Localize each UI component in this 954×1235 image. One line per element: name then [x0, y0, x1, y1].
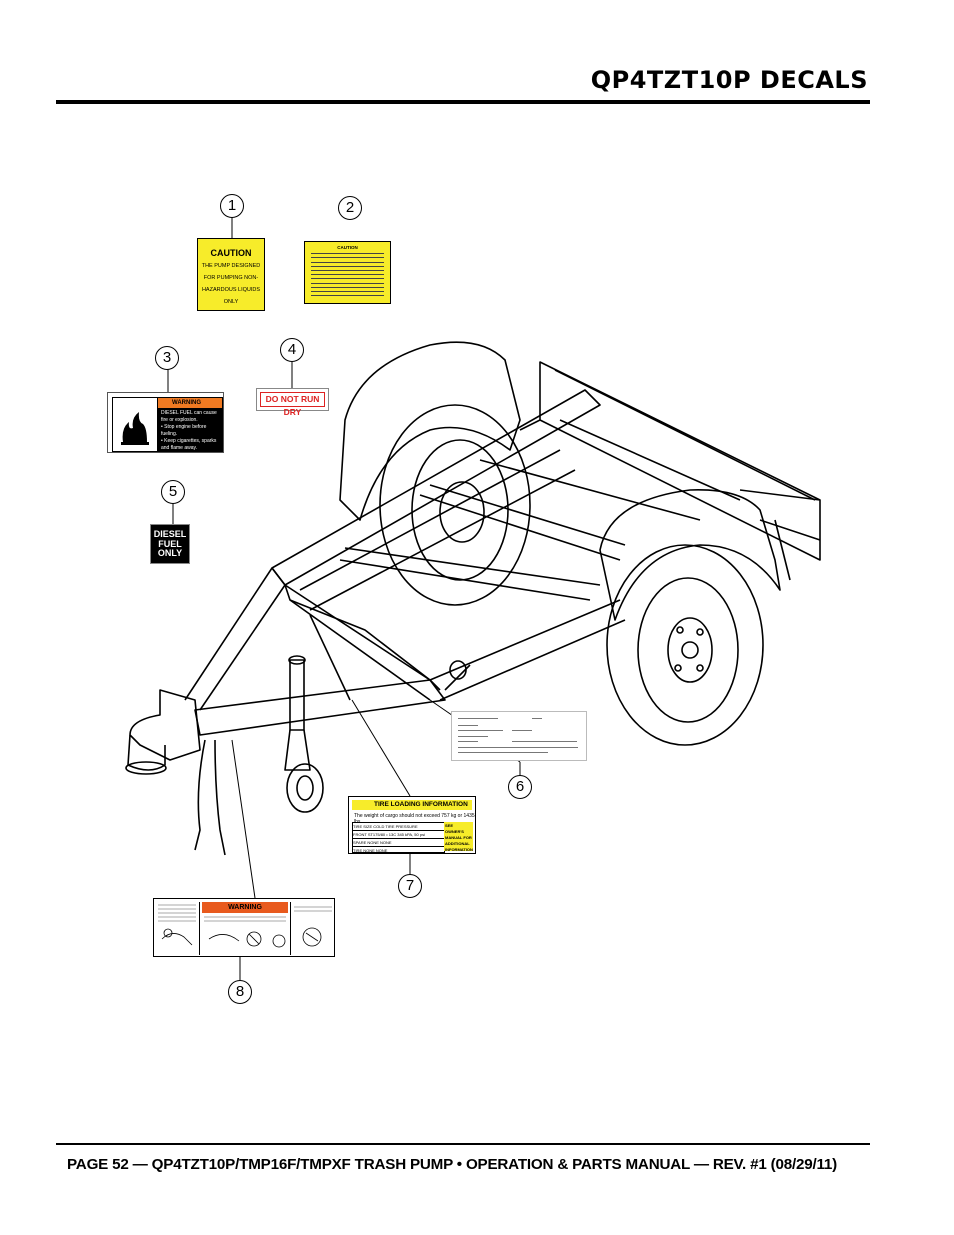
- callout-4: 4: [280, 338, 304, 362]
- table-row: TIRE SIZE COLD TIRE PRESSURE: [353, 823, 444, 831]
- decal-5-line: DIESEL: [153, 529, 187, 539]
- decal-3-line: • Stop engine before fueling.: [161, 424, 207, 437]
- decal-8-pictograms: [158, 904, 332, 948]
- decal-1-line: THE PUMP DESIGNED: [201, 263, 261, 269]
- decal-5-diesel-fuel-only: DIESEL FUEL ONLY: [150, 524, 190, 564]
- decal-3-line: and flame away.: [161, 445, 198, 451]
- decal-2-heading: CAUTION: [337, 245, 358, 250]
- decal-1-caution-pump: CAUTION THE PUMP DESIGNED FOR PUMPING NO…: [197, 238, 265, 311]
- decal-1-heading: CAUTION: [210, 248, 252, 258]
- callout-5: 5: [161, 480, 185, 504]
- decal-4-do-not-run-dry: DO NOT RUN DRY: [256, 388, 329, 417]
- decal-3-line: DIESEL FUEL can cause: [161, 410, 217, 416]
- decal-6-vin-plate: [451, 711, 587, 761]
- decal-1-line: ONLY: [223, 299, 239, 305]
- table-row: TIRE NONE NONE: [353, 848, 388, 853]
- callout-3: 3: [155, 346, 179, 370]
- decal-8-tongue-warning: WARNING: [153, 898, 335, 957]
- decal-5-line: ONLY: [157, 548, 183, 558]
- decal-8-heading: WARNING: [202, 902, 288, 913]
- callout-7: 7: [398, 874, 422, 898]
- decal-3-line: • Keep cigarettes, sparks: [161, 438, 217, 444]
- decal-3-heading: WARNING: [158, 398, 222, 408]
- callout-6: 6: [508, 775, 532, 799]
- decal-5-line: FUEL: [158, 538, 182, 549]
- decal-1-line: FOR PUMPING NON-: [203, 275, 259, 281]
- decal-2-caution-text: CAUTION: [304, 241, 391, 304]
- header-rule: [56, 100, 870, 104]
- decal-7-heading: TIRE LOADING INFORMATION: [352, 800, 472, 810]
- flame-icon: [113, 398, 158, 451]
- table-row: FRONT ST175/80 • 13C 345 kPA, 50 psi: [353, 831, 444, 839]
- footer-rule: [56, 1143, 870, 1145]
- table-row: SPARE NONE NONE: [353, 839, 444, 847]
- page-footer: PAGE 52 — QP4TZT10P/TMP16F/TMPXF TRASH P…: [67, 1156, 838, 1173]
- decal-4-text: DO NOT RUN DRY: [260, 392, 325, 417]
- page-title: QP4TZT10P DECALS: [590, 66, 868, 94]
- callout-8: 8: [228, 980, 252, 1004]
- callout-1: 1: [220, 194, 244, 218]
- decal-7-table: TIRE SIZE COLD TIRE PRESSURE FRONT ST175…: [352, 822, 445, 853]
- decal-7-tire-loading: TIRE LOADING INFORMATION The weight of c…: [348, 796, 476, 854]
- decal-3-diesel-warning: WARNING DIESEL FUEL can cause fire or ex…: [107, 392, 224, 453]
- decal-7-side-note: SEE OWNER'S MANUAL FOR ADDITIONAL INFORM…: [444, 822, 473, 852]
- decal-1-line: HAZARDOUS LIQUIDS: [201, 287, 261, 293]
- decal-3-line: fire or explosion.: [161, 417, 198, 423]
- callout-2: 2: [338, 196, 362, 220]
